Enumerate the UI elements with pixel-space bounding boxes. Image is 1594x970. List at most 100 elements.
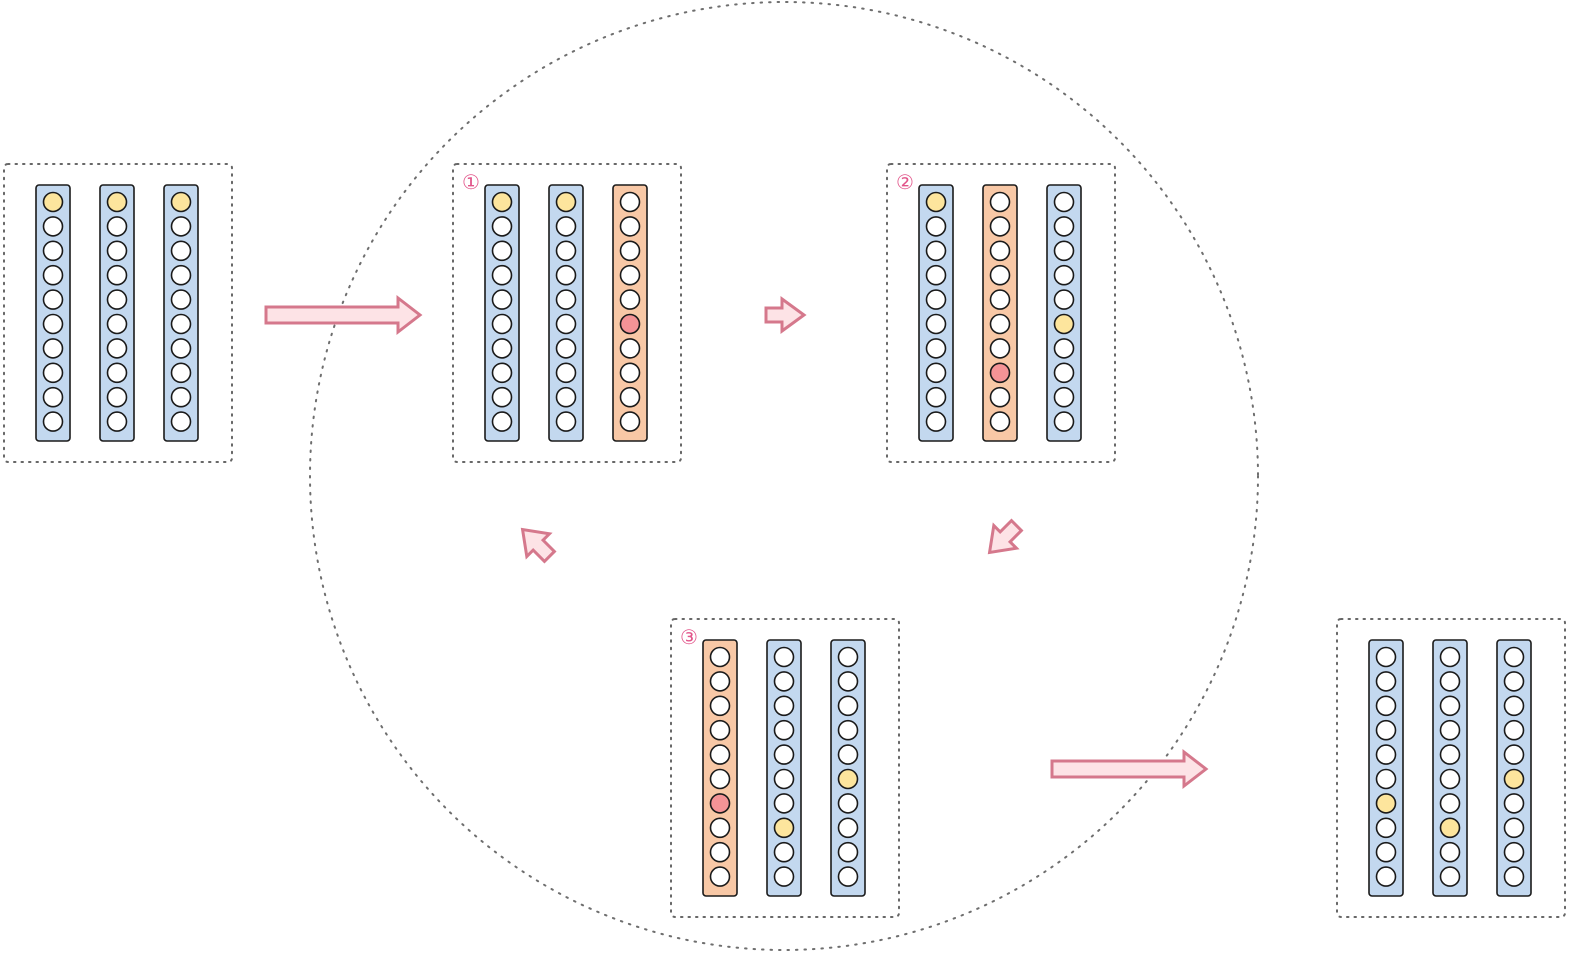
cell-empty — [42, 240, 64, 262]
cell-empty — [709, 719, 731, 741]
cell-red — [619, 313, 641, 335]
cell-empty — [989, 264, 1011, 286]
cell-empty — [106, 313, 128, 335]
cell-empty — [170, 362, 192, 384]
arrow-step-2-to-step-3 — [987, 518, 1024, 555]
cell-empty — [773, 793, 795, 814]
cell-empty — [170, 264, 192, 286]
cell-empty — [1053, 289, 1075, 310]
cell-empty — [1503, 817, 1525, 839]
column-2 — [99, 184, 135, 442]
cell-empty — [106, 338, 128, 359]
column-3 — [1046, 184, 1082, 442]
cell-empty — [555, 386, 577, 408]
cell-empty — [837, 646, 859, 668]
cell-empty — [925, 338, 947, 359]
cell-empty — [1503, 866, 1525, 887]
cell-yellow — [106, 191, 128, 213]
cell-empty — [773, 719, 795, 741]
cell-empty — [773, 768, 795, 790]
cell-empty — [1053, 411, 1075, 432]
cell-empty — [1439, 671, 1461, 692]
cell-red — [989, 362, 1011, 384]
step-label: ② — [896, 170, 914, 194]
cell-red — [709, 793, 731, 814]
cell-yellow — [837, 768, 859, 790]
cell-empty — [491, 216, 513, 237]
cell-empty — [925, 216, 947, 237]
cell-empty — [1503, 671, 1525, 692]
cell-empty — [773, 695, 795, 717]
cell-empty — [555, 289, 577, 310]
cell-empty — [1053, 264, 1075, 286]
column-2 — [982, 184, 1018, 442]
cell-empty — [709, 671, 731, 692]
column-1 — [484, 184, 520, 442]
cell-empty — [1375, 768, 1397, 790]
cell-empty — [170, 313, 192, 335]
cell-yellow — [1503, 768, 1525, 790]
cell-empty — [619, 362, 641, 384]
cell-empty — [106, 264, 128, 286]
cell-empty — [773, 646, 795, 668]
cell-empty — [709, 866, 731, 887]
group-step-1: ① — [452, 163, 682, 463]
cell-empty — [837, 817, 859, 839]
group-box — [670, 618, 900, 918]
cell-empty — [1375, 817, 1397, 839]
cell-empty — [619, 338, 641, 359]
cell-empty — [1375, 744, 1397, 765]
cell-empty — [709, 744, 731, 765]
cell-empty — [42, 362, 64, 384]
cell-empty — [837, 695, 859, 717]
column-2 — [548, 184, 584, 442]
cell-empty — [1503, 719, 1525, 741]
cell-empty — [837, 671, 859, 692]
cell-empty — [170, 216, 192, 237]
cell-empty — [555, 264, 577, 286]
cell-empty — [555, 411, 577, 432]
cell-empty — [42, 411, 64, 432]
cell-empty — [1053, 216, 1075, 237]
cell-yellow — [555, 191, 577, 213]
group-box — [3, 163, 233, 463]
cell-empty — [709, 841, 731, 863]
group-output — [1336, 618, 1566, 918]
cell-empty — [42, 386, 64, 408]
cell-empty — [1439, 793, 1461, 814]
cell-empty — [837, 719, 859, 741]
cell-empty — [106, 240, 128, 262]
cell-yellow — [1053, 313, 1075, 335]
column-2 — [1432, 639, 1468, 897]
cell-empty — [1053, 240, 1075, 262]
cell-empty — [491, 338, 513, 359]
arrow-input-to-step-1 — [264, 294, 423, 336]
cell-empty — [989, 216, 1011, 237]
cell-empty — [1375, 866, 1397, 887]
cell-empty — [1375, 719, 1397, 741]
cell-empty — [1503, 695, 1525, 717]
cell-empty — [709, 768, 731, 790]
cell-empty — [989, 313, 1011, 335]
cell-empty — [1503, 841, 1525, 863]
cell-empty — [170, 240, 192, 262]
cell-empty — [491, 313, 513, 335]
arrow-step-1-to-step-2 — [764, 296, 807, 334]
cell-empty — [106, 386, 128, 408]
cell-empty — [1053, 338, 1075, 359]
column-3 — [612, 184, 648, 442]
column-3 — [163, 184, 199, 442]
cell-empty — [42, 338, 64, 359]
cell-empty — [170, 386, 192, 408]
cell-empty — [619, 191, 641, 213]
cell-empty — [989, 411, 1011, 432]
cell-empty — [42, 216, 64, 237]
cell-empty — [42, 264, 64, 286]
cell-empty — [925, 313, 947, 335]
cell-empty — [1439, 719, 1461, 741]
cell-empty — [170, 338, 192, 359]
column-1 — [1368, 639, 1404, 897]
cell-empty — [170, 289, 192, 310]
